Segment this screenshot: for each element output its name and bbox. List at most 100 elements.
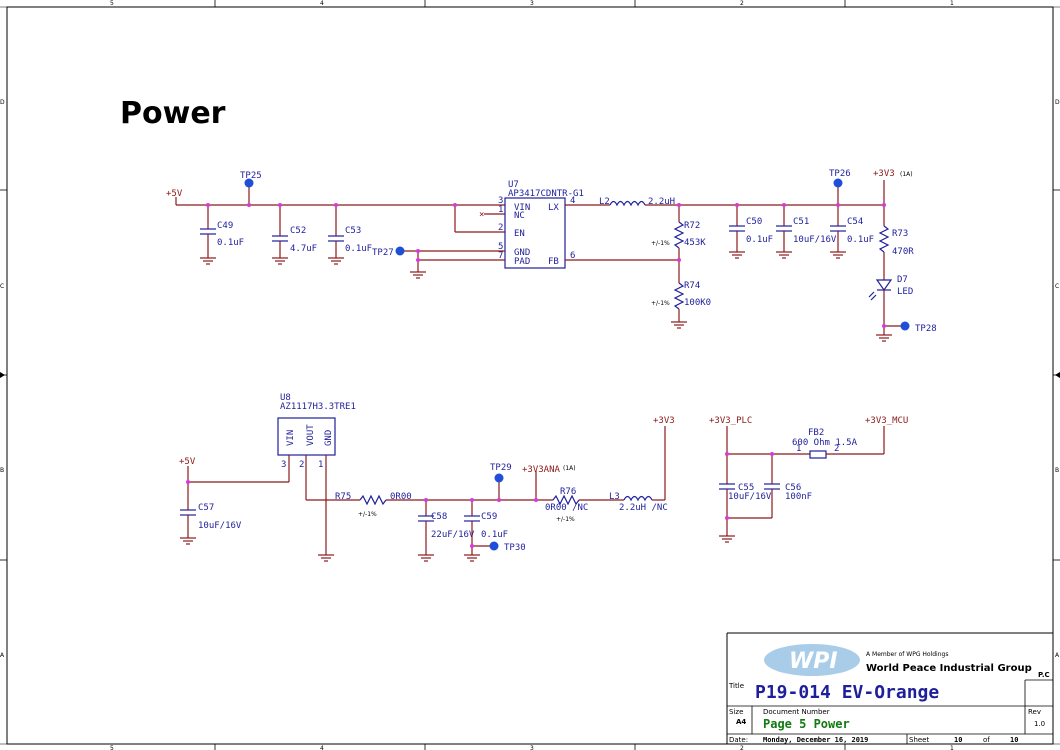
page-title: Power (120, 96, 226, 131)
docnum-value: Page 5 Power (763, 717, 850, 731)
u7-pin-gnd: GND (514, 248, 530, 258)
tp28-label: TP28 (915, 324, 937, 334)
zone-left-a: A (0, 652, 5, 659)
c55-value: 10uF/16V (728, 492, 772, 502)
title-block: WPI A Member of WPG Holdings World Peace… (726, 632, 1053, 744)
tp27-label: TP27 (372, 248, 394, 258)
r72-value: 453K (684, 238, 706, 248)
r72-tol: +/-1% (651, 240, 670, 247)
l2-inductor (609, 200, 646, 207)
zone-top-2: 2 (740, 0, 744, 7)
u8-pin-vin: VIN (286, 430, 296, 446)
zone-bottom-4: 4 (320, 745, 324, 750)
sheet-total: 10 (1010, 736, 1018, 744)
ferrite-section: +3V3_PLC 1 FB2 600 Ohm 1.5A 2 +3V3_MCU C… (709, 416, 908, 543)
testpoint-tp30[interactable] (489, 541, 499, 551)
c51-value: 10uF/16V (793, 235, 837, 245)
u7-pin-en: EN (514, 229, 525, 239)
r75-ref: R75 (335, 492, 351, 502)
r73-value: 470R (892, 247, 914, 257)
u7-pinnum-vin: 3 (498, 196, 503, 206)
l3-value: 2.2uH /NC (619, 503, 668, 513)
zone-bottom-2: 2 (740, 745, 744, 750)
net-label-3v3-plc: +3V3_PLC (709, 416, 752, 426)
zone-top-4: 4 (320, 0, 324, 7)
u8-pin-vout: VOUT (306, 424, 316, 446)
d7-led (875, 279, 893, 292)
company-name: World Peace Industrial Group (866, 663, 1032, 674)
title-label: Title (728, 682, 744, 690)
c49-ref: C49 (217, 221, 233, 231)
testpoint-tp28[interactable] (900, 321, 910, 331)
c57-value: 10uF/16V (198, 521, 242, 531)
u8-pinnum-gnd: 1 (318, 460, 323, 470)
r73-resistor (878, 225, 890, 253)
u7-pinnum-gnd: 5 (498, 242, 503, 252)
c50-value: 0.1uF (746, 235, 773, 245)
net-label-3v3-mid: +3V3 (653, 416, 675, 426)
fb2-value: 600 Ohm 1.5A (792, 438, 858, 448)
ldo-section: U8 AZ1117H3.3TRE1 VIN VOUT GND 3 2 1 +5V… (179, 393, 675, 562)
c59-ref: C59 (481, 512, 497, 522)
u7-pin-pad: PAD (514, 257, 530, 267)
pc-label: P.C (1038, 671, 1050, 679)
wpi-logo (764, 644, 860, 676)
net-3v3-top-note: (1A) (900, 171, 913, 178)
u7-pinnum-nc: 1 (498, 205, 503, 215)
c51-ref: C51 (793, 217, 809, 227)
r75-value: 0R00 (390, 492, 412, 502)
r74-ref: R74 (684, 281, 700, 291)
c52-value: 4.7uF (290, 244, 317, 254)
net-label-3v3-top: +3V3 (873, 169, 895, 179)
c50-ref: C50 (746, 217, 762, 227)
member-of: A Member of WPG Holdings (866, 651, 948, 658)
r75-tol: +/-1% (358, 511, 377, 518)
net-3v3ana-note: (1A) (563, 465, 576, 472)
r74-resistor (673, 282, 685, 310)
c54-ref: C54 (847, 217, 863, 227)
net-label-3v3ana: +3V3ANA (522, 465, 561, 475)
c53-value: 0.1uF (345, 244, 372, 254)
c57-ref: C57 (198, 503, 214, 513)
c55-ref: C55 (738, 483, 754, 493)
testpoint-tp25[interactable] (244, 178, 254, 188)
zone-left-d: D (0, 99, 5, 106)
c58-value: 22uF/16V (431, 530, 475, 540)
l3-ref: L3 (609, 492, 620, 502)
r76-value: 0R00 /NC (545, 503, 588, 513)
zone-left-b: B (0, 467, 4, 474)
buck-converter-section: +5V TP25 C49 0.1uF C52 4.7uF C53 0.1uF (166, 169, 937, 342)
net-label-3v3-mcu: +3V3_MCU (865, 416, 908, 426)
zone-left-c: C (0, 283, 4, 290)
docnum-label: Document Number (763, 708, 830, 716)
net-label-5v-bottom: +5V (179, 457, 196, 467)
u7-pin-lx: LX (548, 203, 559, 213)
c52-ref: C52 (290, 226, 306, 236)
rev-label: Rev (1028, 708, 1041, 716)
zone-right-c: C (1055, 283, 1059, 290)
fb2-pin2: 2 (834, 444, 839, 454)
tp29-label: TP29 (490, 463, 512, 473)
testpoint-tp26[interactable] (833, 178, 843, 188)
zone-bottom-3: 3 (530, 745, 534, 750)
u7-pin-nc: NC (514, 211, 525, 221)
u8-pinnum-vin: 3 (281, 460, 286, 470)
size-value: A4 (736, 718, 746, 726)
size-label: Size (729, 708, 743, 716)
testpoint-tp29[interactable] (494, 473, 504, 483)
zone-right-b: B (1055, 467, 1059, 474)
sheet-label: Sheet (909, 736, 929, 744)
tp30-label: TP30 (504, 543, 526, 553)
zone-top-3: 3 (530, 0, 534, 7)
r72-resistor (673, 221, 685, 249)
r74-value: 100K0 (684, 298, 711, 308)
r75-resistor (359, 494, 387, 506)
u7-pinnum-lx: 4 (570, 196, 575, 206)
u7-ref: U7 (508, 180, 519, 190)
u7-pin-fb: FB (548, 257, 559, 267)
r72-ref: R72 (684, 221, 700, 231)
doc-title: P19-014 EV-Orange (755, 682, 939, 703)
testpoint-tp27[interactable] (395, 246, 405, 256)
c53-ref: C53 (345, 226, 361, 236)
u8-pin-gnd: GND (324, 430, 334, 446)
